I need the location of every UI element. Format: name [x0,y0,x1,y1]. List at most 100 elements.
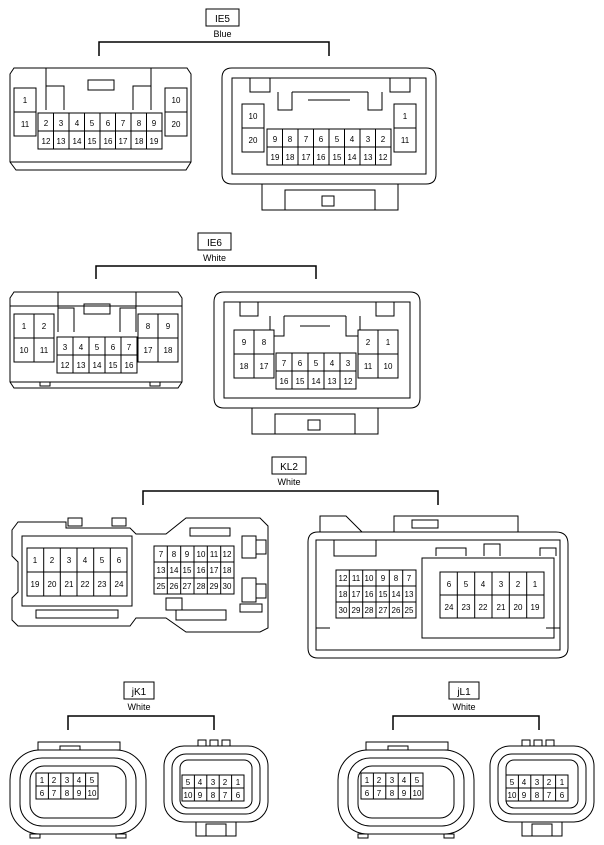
pin-number: 10 [172,96,181,105]
pin-number: 9 [273,135,278,144]
pin-number: 3 [63,343,68,352]
pin-number: 18 [240,362,249,371]
pin-number: 22 [81,580,90,589]
pin-number: 29 [210,582,219,591]
pin-number: 2 [44,119,49,128]
ie5-label: IE5 [215,14,230,25]
pin-number: 15 [296,377,305,386]
pin-number: 3 [59,119,64,128]
pin-number: 5 [464,580,469,589]
kl2-bracket [142,490,439,505]
pin-number: 3 [346,359,351,368]
pin-number: 10 [184,791,193,800]
kl2-label: KL2 [280,462,298,473]
pin-number: 15 [183,566,192,575]
pin-number: 8 [65,789,70,798]
ie6-label-box [197,232,232,251]
kl2-color: White [277,477,300,487]
pin-number: 15 [109,361,118,370]
pin-number: 21 [497,603,506,612]
pin-number: 3 [390,776,395,785]
pin-number: 17 [144,346,153,355]
pin-number: 16 [125,361,134,370]
connector-ie6: IE6 White 1 2 10 11 3 4 5 [9,232,421,435]
pin-number: 15 [88,137,97,146]
pin-number: 1 [23,96,28,105]
pin-number: 8 [211,791,216,800]
jl1-male: 1 2 3 4 5 6 7 8 9 10 [337,741,475,839]
pin-number: 2 [366,338,371,347]
pin-number: 9 [166,322,171,331]
connector-kl2: KL2 White 1 2 3 4 5 6 19 [11,456,569,659]
jk1-bracket [67,715,215,730]
pin-number: 4 [77,776,82,785]
pin-number: 1 [560,778,565,787]
ie5-male-pins: 1 11 2 3 4 5 6 7 8 9 12 13 14 [13,87,188,150]
jl1-label: jL1 [456,687,471,698]
pin-number: 5 [415,776,420,785]
pin-number: 8 [172,550,177,559]
pin-number: 18 [339,590,348,599]
pin-number: 12 [223,550,232,559]
pin-number: 11 [352,574,361,583]
pin-number: 10 [508,791,517,800]
pin-number: 14 [170,566,179,575]
pin-number: 6 [117,556,122,565]
pin-number: 17 [260,362,269,371]
pin-number: 5 [335,135,340,144]
pin-number: 16 [197,566,206,575]
pin-number: 24 [445,603,454,612]
pin-number: 14 [348,153,357,162]
pin-number: 9 [77,789,82,798]
pin-number: 11 [40,346,49,355]
pin-number: 5 [186,778,191,787]
pin-number: 23 [98,580,107,589]
jk1-male: 1 2 3 4 5 6 7 8 9 10 [9,741,147,839]
pin-number: 2 [377,776,382,785]
ie6-color: White [203,253,226,263]
pin-number: 2 [516,580,521,589]
pin-number: 30 [339,606,348,615]
pin-number: 20 [48,580,57,589]
pin-number: 25 [405,606,414,615]
pin-number: 5 [95,343,100,352]
ie5-female-pins: 10 20 9 8 7 6 5 4 3 2 19 18 17 [241,103,417,166]
pin-number: 9 [152,119,157,128]
pin-number: 2 [381,135,386,144]
pin-number: 1 [33,556,38,565]
pin-number: 11 [210,550,219,559]
pin-number: 1 [365,776,370,785]
pin-number: 13 [364,153,373,162]
pin-number: 17 [352,590,361,599]
pin-number: 8 [288,135,293,144]
pin-number: 7 [223,791,228,800]
pin-number: 8 [390,789,395,798]
pin-number: 12 [344,377,353,386]
pin-number: 21 [65,580,74,589]
pin-number: 17 [210,566,219,575]
pin-number: 3 [366,135,371,144]
pin-number: 18 [223,566,232,575]
pin-number: 7 [52,789,57,798]
pin-number: 28 [197,582,206,591]
pin-number: 26 [170,582,179,591]
kl2-female-pins: 12 11 10 9 8 7 18 17 16 15 14 13 30 29 2… [335,569,545,619]
pin-number: 18 [164,346,173,355]
pin-number: 3 [65,776,70,785]
pin-number: 13 [328,377,337,386]
pin-number: 1 [533,580,538,589]
pin-number: 3 [535,778,540,787]
jl1-color: White [452,702,475,712]
pin-number: 4 [522,778,527,787]
pin-number: 20 [172,120,181,129]
pin-number: 15 [379,590,388,599]
pin-number: 4 [79,343,84,352]
pin-number: 6 [447,580,452,589]
pin-number: 4 [481,580,486,589]
pin-number: 30 [223,582,232,591]
pin-number: 9 [242,338,247,347]
pin-number: 17 [302,153,311,162]
pin-number: 1 [22,322,27,331]
pin-number: 26 [392,606,401,615]
pin-number: 9 [198,791,203,800]
